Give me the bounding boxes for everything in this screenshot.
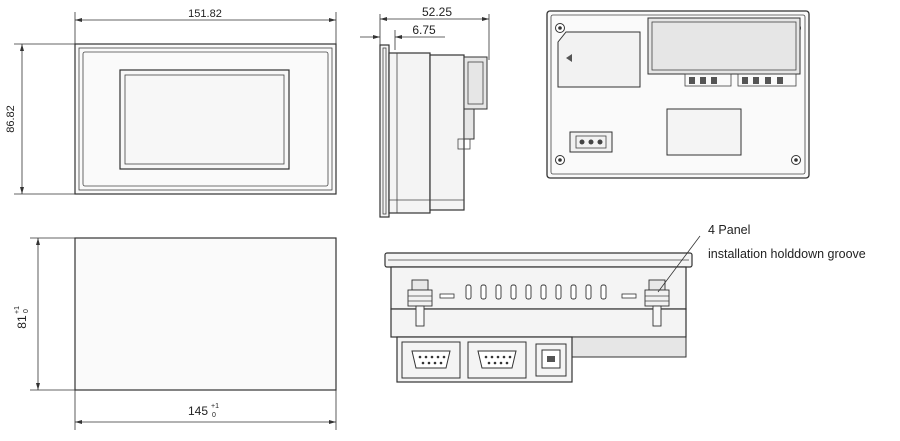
battery-cover (557, 31, 641, 88)
holddown-clip-left (407, 279, 433, 327)
front-height-dimension: 86.82 (5, 105, 17, 133)
db9-port-1 (401, 341, 461, 379)
front-width-dimension: 151.82 (188, 8, 222, 20)
cutout-width-dimension: 145 (188, 404, 208, 418)
callout-leader (657, 235, 701, 293)
usb-port (535, 343, 567, 377)
cutout-width-tol-plus: +1 (211, 403, 219, 410)
holddown-clip-right (644, 279, 670, 327)
cutout-width-tol-zero: 0 (212, 412, 216, 419)
cutout-view: 81 +1 0 145 +1 0 (14, 237, 337, 430)
bottom-view: 4 Panel installation holddown groove (384, 223, 866, 383)
side-bezel-dimension: 6.75 (412, 23, 436, 37)
cutout-height-tol-zero: 0 (23, 309, 30, 313)
cutout-height-tol-plus: +1 (14, 306, 21, 314)
vent-slots (439, 284, 637, 300)
rear-port-row (684, 73, 797, 87)
lcd-screen (119, 69, 290, 170)
side-depth-dimension: 52.25 (422, 5, 452, 19)
panel-cutout (74, 237, 337, 391)
rear-view (546, 10, 810, 179)
cutout-height-dimension: 81 (15, 315, 29, 329)
callout-line-1: 4 Panel (708, 223, 750, 237)
callout-line-2: installation holddown groove (708, 247, 866, 261)
db9-port-2 (467, 341, 527, 379)
side-view: 52.25 6.75 (360, 5, 490, 218)
rear-label-area (666, 108, 742, 156)
front-view: 151.82 86.82 (5, 8, 337, 195)
